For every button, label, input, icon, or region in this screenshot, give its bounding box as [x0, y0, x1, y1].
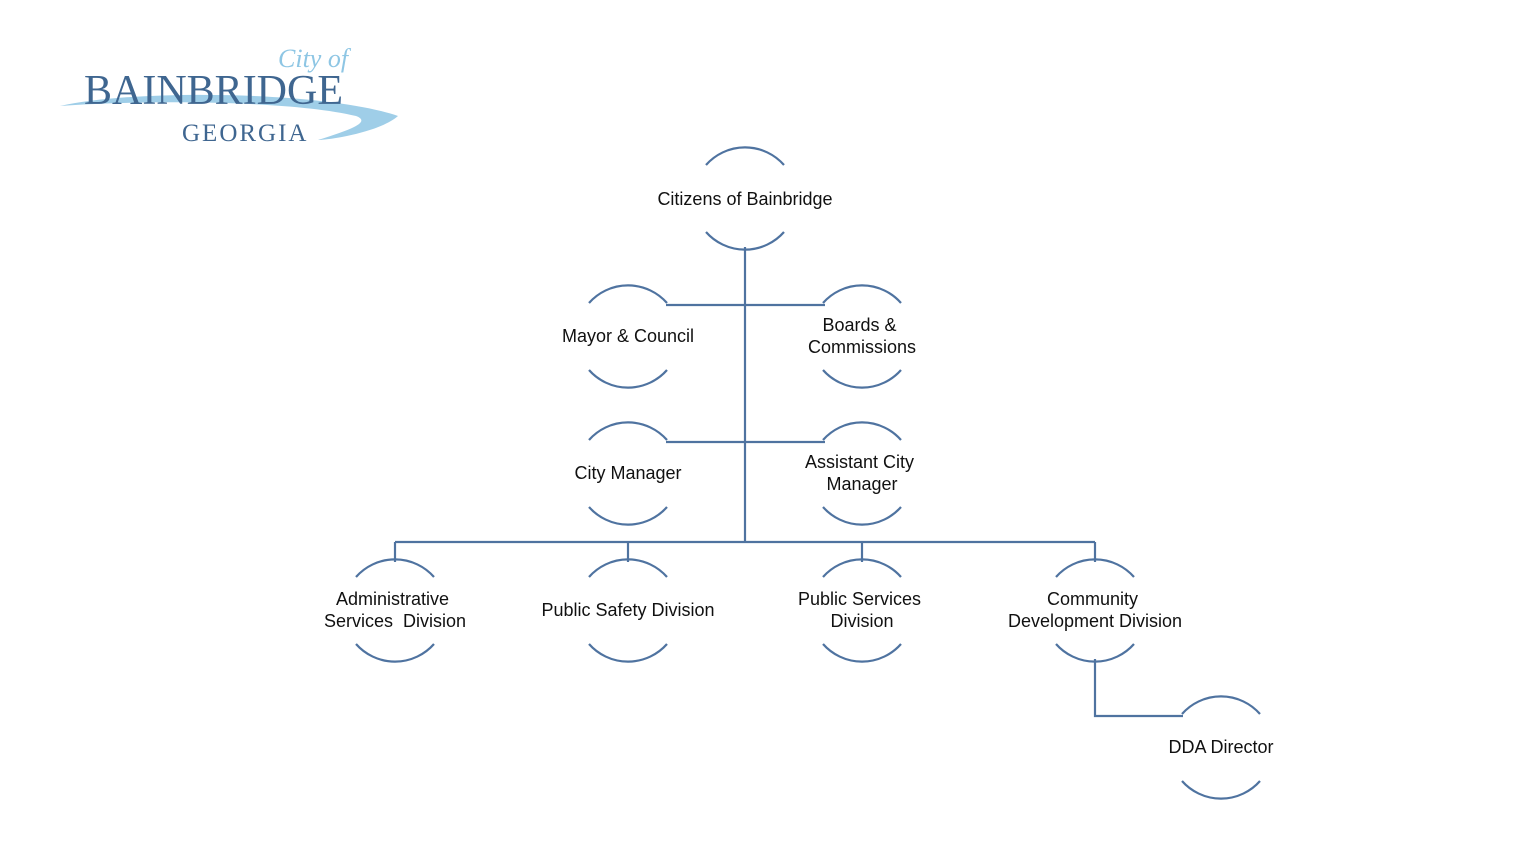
node-label-line: Community	[1047, 589, 1138, 609]
city-logo: City of BAINBRIDGE GEORGIA	[60, 44, 398, 147]
node-label-line: Public Safety Division	[541, 600, 714, 620]
node-dda-director: DDA Director	[1168, 695, 1274, 800]
node-label-line: Development Division	[1008, 611, 1182, 631]
node-label-line: Services Division	[324, 611, 466, 631]
node-boards-commissions: Boards & Commissions	[808, 284, 916, 389]
node-administrative-services-division: Administrative Services Division	[324, 558, 466, 663]
node-label: Assistant City Manager	[805, 452, 919, 494]
node-mayor-council: Mayor & Council	[562, 284, 694, 389]
node-label-line: Manager	[826, 474, 897, 494]
node-label-line: Assistant City	[805, 452, 914, 472]
node-label: Administrative Services Division	[324, 589, 466, 631]
node-bottom-arc	[355, 643, 435, 663]
node-citizens-of-bainbridge: Citizens of Bainbridge	[657, 146, 833, 251]
node-label: City Manager	[574, 463, 681, 483]
node-bottom-arc	[1181, 780, 1261, 800]
node-label-line: Citizens of Bainbridge	[657, 189, 832, 209]
node-top-arc	[822, 558, 902, 578]
logo-name: BAINBRIDGE	[84, 68, 343, 114]
node-city-manager: City Manager	[574, 421, 682, 526]
node-top-arc	[705, 146, 785, 166]
node-assistant-city-manager: Assistant City Manager	[805, 421, 919, 526]
node-top-arc	[588, 558, 668, 578]
node-label-line: Boards &	[822, 315, 896, 335]
node-label-line: DDA Director	[1168, 737, 1273, 757]
node-top-arc	[355, 558, 435, 578]
logo-city-of: City of	[278, 44, 352, 73]
node-label: Public Safety Division	[541, 600, 714, 620]
node-label-line: Division	[830, 611, 893, 631]
node-label: Boards & Commissions	[808, 315, 916, 357]
node-community-development-division: Community Development Division	[1008, 558, 1182, 663]
node-bottom-arc	[588, 506, 668, 526]
node-top-arc	[1055, 558, 1135, 578]
node-label: DDA Director	[1168, 737, 1273, 757]
node-bottom-arc	[822, 369, 902, 389]
connectors	[393, 247, 1183, 718]
node-bottom-arc	[705, 231, 785, 251]
node-label: Citizens of Bainbridge	[657, 189, 832, 209]
node-top-arc	[588, 421, 668, 441]
node-label: Mayor & Council	[562, 326, 694, 346]
node-top-arc	[822, 284, 902, 304]
node-label-line: Mayor & Council	[562, 326, 694, 346]
node-bottom-arc	[1055, 643, 1135, 663]
logo-swoosh	[60, 94, 398, 140]
node-top-arc	[822, 421, 902, 441]
node-label-line: Commissions	[808, 337, 916, 357]
logo-state: GEORGIA	[182, 120, 309, 147]
node-label-line: Administrative	[336, 589, 449, 609]
node-label-line: City Manager	[574, 463, 681, 483]
node-bottom-arc	[822, 643, 902, 663]
node-public-safety-division: Public Safety Division	[541, 558, 715, 663]
connector-dda	[1093, 659, 1183, 718]
node-top-arc	[588, 284, 668, 304]
node-label-line: Public Services	[798, 589, 921, 609]
node-bottom-arc	[588, 643, 668, 663]
node-label: Public Services Division	[798, 589, 926, 631]
node-public-services-division: Public Services Division	[798, 558, 926, 663]
node-bottom-arc	[588, 369, 668, 389]
node-label: Community Development Division	[1008, 589, 1182, 631]
node-top-arc	[1181, 695, 1261, 715]
node-bottom-arc	[822, 506, 902, 526]
